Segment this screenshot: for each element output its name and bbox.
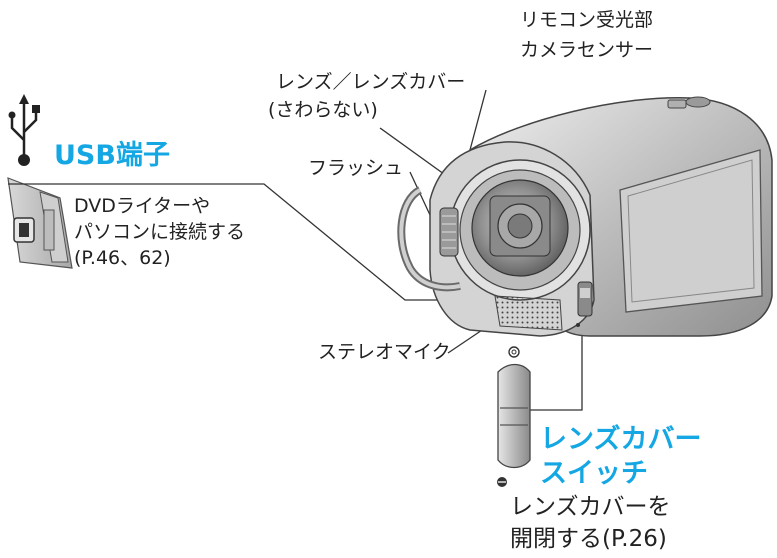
lens-cover-switch-desc-2: 開閉する(P.26) [510,526,667,552]
lens-cover-label: レンズ／レンズカバー [276,71,466,93]
camcorder-body [397,96,773,337]
usb-icon [8,94,40,166]
remote-sensor-label: リモコン受光部 [520,9,654,31]
lens-cover-switch-desc-1: レンズカバーを [510,494,671,520]
lens-cover-switch-title-1: レンズカバー [540,424,702,455]
closed-circle-icon [497,477,507,487]
open-circle-icon [508,346,520,358]
lens-cover-switch-detail [497,363,531,469]
lens-caution-label: (さわらない) [268,99,378,121]
usb-description-line-3: (P.46、62) [74,247,171,269]
stereo-mic-label: ステレオマイク [318,341,451,363]
flash-label: フラッシュ [308,157,404,179]
usb-port-panel [7,177,73,269]
usb-description-line-1: DVDライターや [74,195,211,217]
usb-description-line-2: パソコンに接続する [74,221,246,243]
camera-sensor-label: カメラセンサー [520,39,654,61]
usb-terminal-title: USB端子 [54,140,170,171]
lens-cover-switch-title-2: スイッチ [540,458,648,489]
